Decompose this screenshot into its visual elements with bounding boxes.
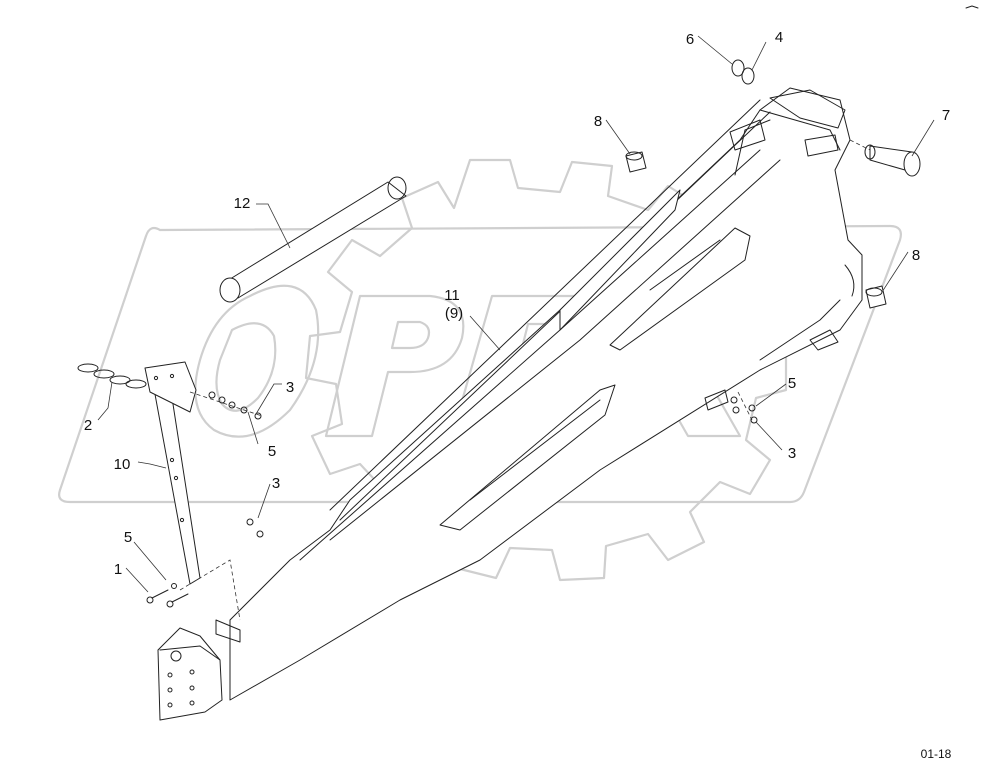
boom-cutouts	[439, 189, 751, 531]
pivot-pin	[864, 144, 921, 177]
chain-link	[77, 363, 147, 389]
callout-4: 4	[775, 29, 783, 46]
callout-5-middle: 5	[124, 529, 132, 546]
sheet-number: 01-18	[921, 747, 952, 760]
callout-8-upper: 8	[594, 113, 602, 130]
fasteners	[146, 391, 758, 608]
bushing-upper	[625, 151, 647, 173]
corner-mark	[965, 5, 979, 9]
callout-5-right: 5	[788, 375, 796, 392]
callout-11: 11	[444, 287, 460, 304]
pipe	[219, 176, 407, 303]
foot-bracket	[157, 619, 241, 721]
rings	[731, 59, 755, 85]
callout-6: 6	[686, 31, 694, 48]
bushing-lower	[865, 285, 887, 309]
callout-2: 2	[84, 417, 92, 434]
callout-9: (9)	[445, 305, 463, 322]
boom-arm	[229, 87, 863, 701]
callout-labels: 6 4 8 7 8 12 11 (9) 2 3 5 10 3 5 1 5 3	[84, 29, 950, 578]
callout-1: 1	[114, 561, 122, 578]
callout-3-right: 3	[788, 445, 796, 462]
callout-5-upper: 5	[268, 443, 276, 460]
assembly-lines	[179, 139, 871, 621]
support-strap	[144, 361, 201, 585]
callout-7: 7	[942, 107, 950, 124]
callout-8-lower: 8	[912, 247, 920, 264]
callout-3-middle: 3	[272, 475, 280, 492]
callout-3-upper: 3	[286, 379, 294, 396]
leader-lines	[97, 35, 935, 593]
callout-10: 10	[114, 456, 131, 473]
callout-12: 12	[234, 195, 251, 212]
